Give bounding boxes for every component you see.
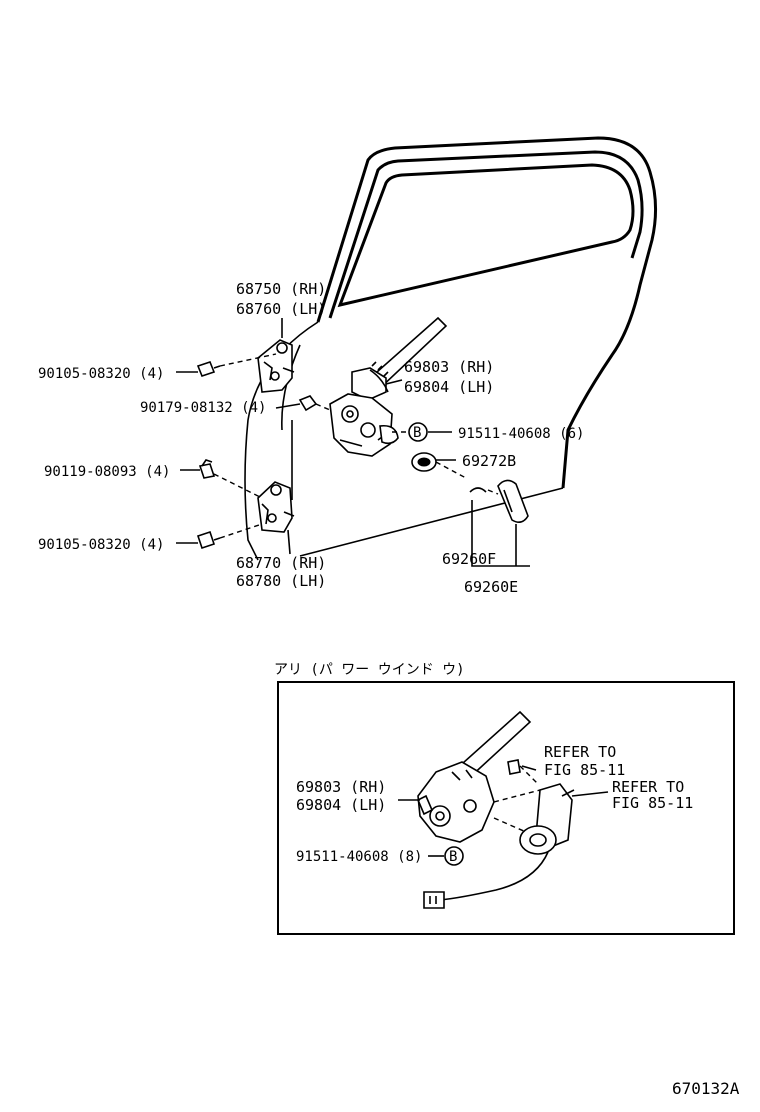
label-69260f: 69260F [442, 550, 496, 568]
inset-refer-1-line1: REFER TO [544, 743, 616, 761]
label-68750: 68750 (RH) [236, 280, 326, 298]
nut-90179 [298, 395, 318, 412]
inset-refer-2-line2: FIG 85-11 [612, 794, 693, 812]
label-bolt-lower: 90105-08320 (4) [38, 537, 164, 553]
lower-hinge [257, 481, 295, 533]
label-68760: 68760 (LH) [236, 300, 326, 318]
window-regulator [329, 316, 448, 457]
bolt-upper-left [196, 361, 221, 377]
label-nut: 90179-08132 (4) [140, 400, 266, 416]
label-rivet: 91511-40608 (6) [458, 426, 584, 442]
inset-label-69803: 69803 (RH) [296, 778, 386, 796]
handle-clip [469, 487, 487, 493]
window-handle [497, 479, 529, 524]
label-69260e: 69260E [464, 578, 518, 596]
assembly-lines [213, 353, 499, 539]
leader-lines [176, 318, 530, 567]
power-window-inset: アリ (パ ワー ウインド ウ) 69803 (RH) [274, 662, 735, 935]
callout-b: B [408, 422, 428, 442]
inset-refer-2-line1: REFER TO [612, 778, 684, 796]
label-69804: 69804 (LH) [404, 378, 494, 396]
inset-label-69804: 69804 (LH) [296, 796, 386, 814]
upper-hinge [257, 339, 295, 393]
callout-b-letter: B [413, 425, 421, 441]
figure-code: 670132A [672, 1079, 740, 1098]
door-panel [244, 136, 658, 561]
label-69803: 69803 (RH) [404, 358, 494, 376]
bolt-lower-left [196, 530, 221, 550]
label-bolt-mid: 90119-08093 (4) [44, 464, 170, 480]
washer-69272b [411, 452, 437, 472]
label-68770: 68770 (RH) [236, 554, 326, 572]
inset-title: アリ (パ ワー ウインド ウ) [274, 662, 465, 678]
label-68780: 68780 (LH) [236, 572, 326, 590]
label-bolt-upper: 90105-08320 (4) [38, 366, 164, 382]
inset-callout-b: B [449, 849, 457, 865]
inset-label-rivet: 91511-40608 (8) [296, 849, 422, 865]
bolt-90119 [198, 459, 216, 479]
inset-refer-1-line2: FIG 85-11 [544, 761, 625, 779]
label-washer: 69272B [462, 452, 516, 470]
